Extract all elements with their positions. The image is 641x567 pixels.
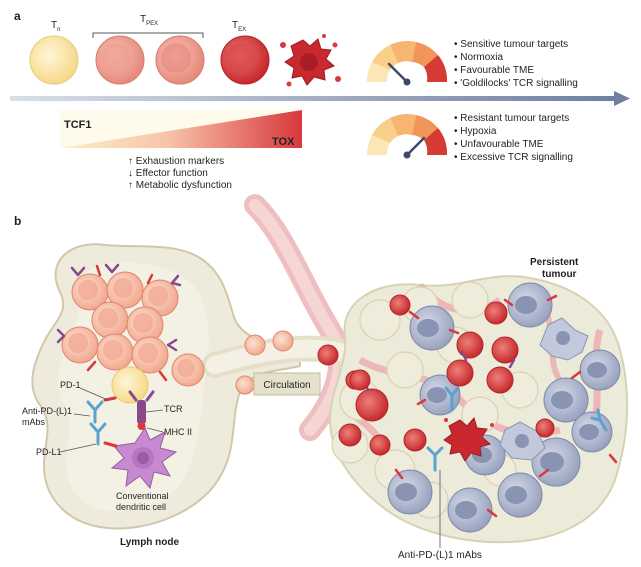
list-item: • Excessive TCR signalling xyxy=(454,152,573,163)
mabs-label: mAbs xyxy=(22,417,46,427)
tumour-label-line1: Persistent xyxy=(530,257,579,268)
progenitor-exhausted-t-cell xyxy=(71,273,109,311)
bottom-gauge-list: • Resistant tumour targets • Hypoxia • U… xyxy=(454,113,573,163)
panel-a-label: a xyxy=(14,9,21,23)
tumour-cell xyxy=(579,349,621,391)
tcr-label: TCR xyxy=(164,404,183,414)
tumour-antibodies xyxy=(426,386,608,472)
panel-b-label: b xyxy=(14,214,21,228)
dying-t-cell xyxy=(443,416,494,462)
dc-label-line2: dendritic cell xyxy=(116,502,166,512)
progenitor-exhausted-t-cell-1 xyxy=(95,35,145,85)
list-item: • Hypoxia xyxy=(454,126,497,137)
circulation-box: Circulation xyxy=(253,372,321,396)
differentiation-arrow xyxy=(10,91,630,106)
conventional-dendritic-cell xyxy=(110,426,178,490)
exhausted-t-cell xyxy=(484,301,508,325)
tumour-cells xyxy=(387,282,621,533)
lymph-node-t-cells xyxy=(61,271,205,404)
naive-t-cell xyxy=(111,366,149,404)
exhausted-t-cell xyxy=(355,388,389,422)
tumour-cell xyxy=(447,487,493,533)
effect-metabolic: ↑ Metabolic dysfunction xyxy=(128,180,232,191)
dying-t-cell xyxy=(280,34,341,87)
state-pex-label: TPEX xyxy=(140,14,158,27)
list-item: • Unfavourable TME xyxy=(454,139,544,150)
effector-t-cell xyxy=(317,344,339,366)
state-ex-label: TEX xyxy=(232,20,246,33)
mhc-label: MHC II xyxy=(164,427,192,437)
progenitor-exhausted-t-cell-2 xyxy=(155,35,205,85)
pd1-label: PD-1 xyxy=(60,380,81,390)
progenitor-exhausted-t-cell xyxy=(91,301,129,339)
circulating-t-cells xyxy=(235,330,371,395)
list-item: • 'Goldilocks' TCR signalling xyxy=(454,78,578,89)
progenitor-exhausted-t-cell xyxy=(96,333,134,371)
exhausted-t-cell xyxy=(389,294,411,316)
annotation-leaders xyxy=(59,387,441,548)
panel-b-labels: PD-1 Anti-PD-(L)1 mAbs PD-L1 TCR MHC II … xyxy=(22,257,579,561)
circulation-label: Circulation xyxy=(263,380,310,391)
list-item: • Normoxia xyxy=(454,52,504,63)
exhausted-t-cell xyxy=(338,423,362,447)
tcf1-tox-gradient: TCF1 TOX xyxy=(60,110,302,148)
exhausted-t-cell xyxy=(369,434,391,456)
tumour-cell xyxy=(543,377,589,423)
list-item: • Sensitive tumour targets xyxy=(454,39,568,50)
effector-t-cell xyxy=(349,369,371,391)
dc-label-line1: Conventional xyxy=(116,491,169,501)
exhausted-t-cell xyxy=(446,359,474,387)
list-item: • Resistant tumour targets xyxy=(454,113,569,124)
progenitor-t-cell xyxy=(235,375,255,395)
naive-t-cell xyxy=(29,35,79,85)
progenitor-exhausted-t-cell xyxy=(61,326,99,364)
apoptotic-tumour-cell xyxy=(499,421,546,461)
exhausted-t-cell xyxy=(456,331,484,359)
exhausted-t-cell xyxy=(491,336,519,364)
pd-l1-label: PD-L1 xyxy=(36,447,62,457)
progenitor-exhausted-t-cell xyxy=(106,271,144,309)
tcf1-label: TCF1 xyxy=(64,119,92,131)
tcr-mhc-complex xyxy=(128,390,155,430)
lymph-node-label: Lymph node xyxy=(120,537,180,548)
exhausted-t-cell xyxy=(220,35,270,85)
progenitor-exhausted-t-cell xyxy=(171,353,205,387)
effect-exhaustion-markers: ↑ Exhaustion markers xyxy=(128,156,224,167)
tumour-cell xyxy=(387,469,433,515)
progenitor-t-cell xyxy=(272,330,294,352)
progenitor-t-cell xyxy=(244,334,266,356)
list-item: • Favourable TME xyxy=(454,65,534,76)
tumour-exhausted-t-cells xyxy=(338,294,555,462)
progenitor-exhausted-t-cell xyxy=(131,336,169,374)
lymph-node-receptors xyxy=(56,263,182,382)
exhausted-t-cell xyxy=(486,366,514,394)
exhausted-t-cell xyxy=(535,418,555,438)
exhausted-t-cell xyxy=(403,428,427,452)
effect-function: ↓ Effector function xyxy=(128,168,208,179)
state-labels: Tn TPEX TEX xyxy=(51,14,246,33)
top-gauge-list: • Sensitive tumour targets • Normoxia • … xyxy=(454,39,578,89)
apoptotic-tumour-cell xyxy=(539,317,589,361)
gauge-top xyxy=(366,41,448,86)
anti-pd-bottom-label: Anti-PD-(L)1 mAbs xyxy=(398,550,482,561)
gauge-bottom xyxy=(366,114,448,159)
blood-vessel xyxy=(244,194,351,441)
exhaustion-effects: ↑ Exhaustion markers ↓ Effector function… xyxy=(128,156,232,191)
pd1-antibody-complex xyxy=(86,396,118,448)
tumour-cell xyxy=(497,472,543,518)
tox-label: TOX xyxy=(272,136,295,148)
tumour-cell xyxy=(409,305,455,351)
tumour-cell xyxy=(419,374,461,416)
pex-bracket xyxy=(92,32,204,38)
tumour-cell xyxy=(507,282,553,328)
tumour-label-line2: tumour xyxy=(542,269,577,280)
anti-pd-l1-label: Anti-PD-(L)1 xyxy=(22,406,72,416)
state-naive-label: Tn xyxy=(51,20,60,33)
progenitor-exhausted-t-cell xyxy=(126,306,164,344)
